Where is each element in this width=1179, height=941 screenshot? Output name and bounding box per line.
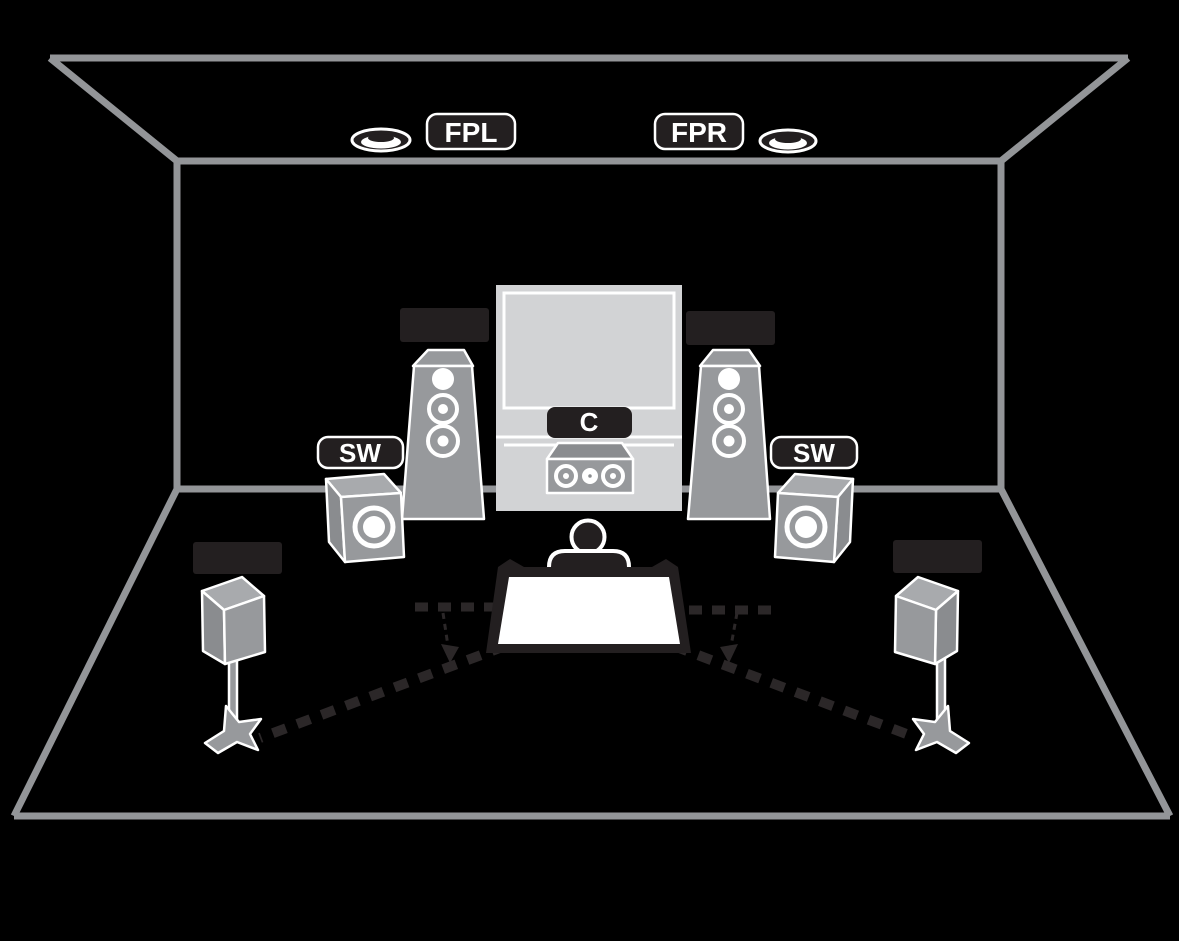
sw-right-tag: SW xyxy=(769,435,859,470)
front-right-blank-tag xyxy=(686,311,775,345)
center-speaker-icon xyxy=(545,441,635,495)
sw-left-label: SW xyxy=(339,438,381,468)
floor-right-edge xyxy=(997,487,1174,818)
placement-arrow-right xyxy=(720,612,739,663)
ceiling-right-edge xyxy=(998,55,1131,164)
placement-arrow-left xyxy=(441,612,459,663)
guide-diagonal-left xyxy=(258,641,507,743)
ceiling-speaker-left-icon xyxy=(350,127,412,153)
fpl-label: FPL xyxy=(445,117,498,148)
surround-right-speaker-icon xyxy=(893,575,971,755)
front-left-speaker-icon xyxy=(400,348,486,521)
surround-right-blank-tag xyxy=(893,540,982,573)
surround-left-blank-tag xyxy=(193,542,282,574)
surround-left-speaker-icon xyxy=(200,575,267,755)
fpr-label: FPR xyxy=(671,117,727,148)
ceiling-speaker-right-icon xyxy=(758,128,818,154)
sw-right-label: SW xyxy=(793,438,835,468)
floor-left-edge xyxy=(10,487,181,818)
center-tag: C xyxy=(547,407,632,438)
subwoofer-right-icon xyxy=(773,472,855,564)
stand-base xyxy=(203,704,263,755)
front-right-speaker-icon xyxy=(686,348,772,521)
fpl-tag: FPL xyxy=(425,112,517,151)
ceiling-left-edge xyxy=(47,55,180,164)
sofa-icon xyxy=(486,559,691,653)
center-label: C xyxy=(580,407,599,437)
subwoofer-left-icon xyxy=(324,472,406,564)
front-left-blank-tag xyxy=(400,308,489,342)
sw-left-tag: SW xyxy=(316,435,405,470)
placement-guides xyxy=(258,602,919,743)
stand-base xyxy=(911,704,971,755)
fpr-tag: FPR xyxy=(653,112,745,151)
guide-diagonal-right xyxy=(672,641,919,743)
